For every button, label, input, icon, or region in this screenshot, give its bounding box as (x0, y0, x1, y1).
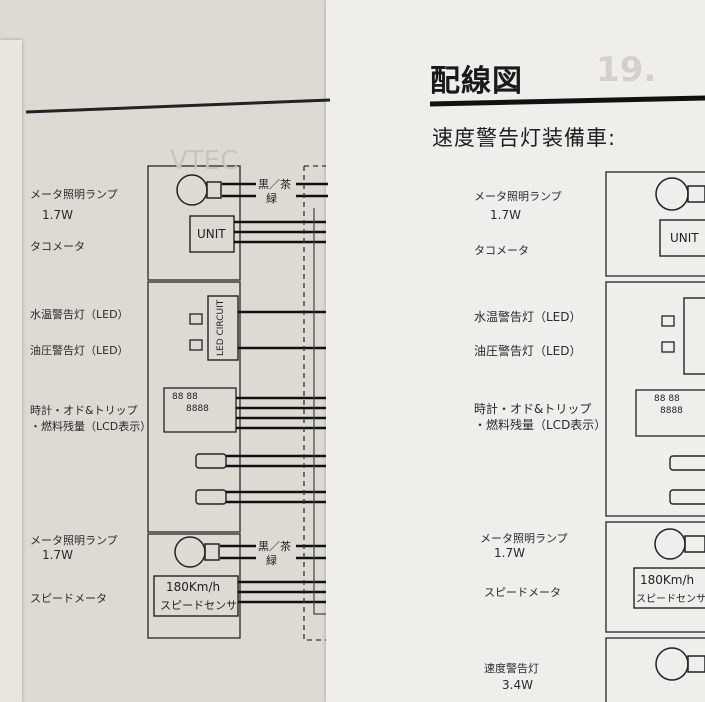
l-unit-text: UNIT (197, 227, 226, 241)
r-unit-text: UNIT (670, 231, 699, 245)
l-wire-label-top-2: 緑 (266, 192, 277, 205)
l-meter-light-watt: 1.7W (42, 208, 73, 222)
connector-dashed (303, 165, 326, 641)
lcd-box (163, 387, 237, 433)
r-indicator-housing (605, 281, 705, 517)
unit-box (189, 215, 235, 253)
small-bulb-2 (195, 489, 227, 505)
l-tacho-label: タコメータ (30, 240, 85, 253)
r-speed-warning-watt: 3.4W (502, 678, 533, 692)
r-speed-sensor-box (633, 567, 705, 609)
l-clock-label-1: 時計・オド&トリップ (30, 404, 138, 417)
l-wire-label-top-1: 黒／茶 (258, 178, 291, 191)
r-speed-warning-label: 速度警告灯 (484, 662, 539, 675)
r-meter-light-2-watt: 1.7W (494, 546, 525, 560)
left-header-rule (25, 98, 331, 114)
l-led-circuit-text: LED CIRCUIT (216, 299, 226, 356)
l-meter-light-2-watt: 1.7W (42, 548, 73, 562)
l-speed-sensor-text-1: 180Km/h (166, 580, 221, 594)
r-warning-housing (605, 637, 705, 702)
r-lcd-text-1: 88 88 (654, 394, 680, 404)
ghost-section-number: 19. (596, 50, 657, 90)
r-speed-sensor-text-2: スピードセンサ (636, 594, 705, 605)
l-lcd-text-2: 8888 (186, 404, 209, 414)
r-meter-light-watt: 1.7W (490, 208, 521, 222)
left-page (0, 0, 334, 702)
r-meter-light-label: メータ照明ランプ (474, 190, 562, 203)
r-oil-pressure-label: 油圧警告灯（LED） (474, 344, 582, 358)
led-circuit-box (207, 295, 239, 361)
r-unit-box (659, 219, 705, 257)
speedo-housing (147, 533, 241, 639)
l-wire-label-bottom-2: 緑 (266, 554, 277, 567)
r-meter-bulb-bottom (654, 528, 686, 560)
wires-upper (220, 182, 328, 604)
r-lcd-text-2: 8888 (660, 406, 683, 416)
r-meter-bulb-top (655, 177, 689, 211)
r-water-temp-label: 水温警告灯（LED） (474, 310, 582, 324)
l-clock-label-2: ・燃料残量（LCD表示） (30, 420, 152, 433)
l-meter-light-2-label: メータ照明ランプ (30, 534, 118, 547)
l-meter-light-label: メータ照明ランプ (30, 188, 118, 201)
r-meter-light-2-label: メータ照明ランプ (480, 532, 568, 545)
r-clock-label-2: ・燃料残量（LCD表示） (474, 418, 607, 432)
r-speed-meter-label: スピードメータ (484, 586, 561, 599)
r-warning-bulb (655, 647, 689, 681)
page-subtitle: 速度警告灯装備車: (432, 126, 617, 150)
l-wire-label-bottom-1: 黒／茶 (258, 540, 291, 553)
r-led-circuit-box (683, 297, 705, 375)
l-lcd-text-1: 88 88 (172, 392, 198, 402)
page-title: 配線図 (430, 64, 523, 99)
right-page (326, 0, 705, 702)
l-oil-pressure-label: 油圧警告灯（LED） (30, 344, 129, 357)
speed-sensor-box (153, 575, 239, 617)
r-clock-label-1: 時計・オド&トリップ (474, 402, 592, 416)
r-speedo-housing (605, 521, 705, 633)
l-water-temp-label: 水温警告灯（LED） (30, 308, 129, 321)
right-header-rule (429, 95, 705, 107)
r-tacho-housing (605, 171, 705, 277)
r-tacho-label: タコメータ (474, 244, 529, 257)
left-page-edge (0, 40, 22, 702)
r-lcd-box (635, 389, 705, 437)
small-bulb-1 (195, 453, 227, 469)
l-speed-meter-label: スピードメータ (30, 592, 107, 605)
l-speed-sensor-text-2: スピードセンサ (160, 599, 237, 612)
ghost-text: VTEC (170, 146, 239, 176)
r-speed-sensor-text-1: 180Km/h (640, 573, 695, 587)
